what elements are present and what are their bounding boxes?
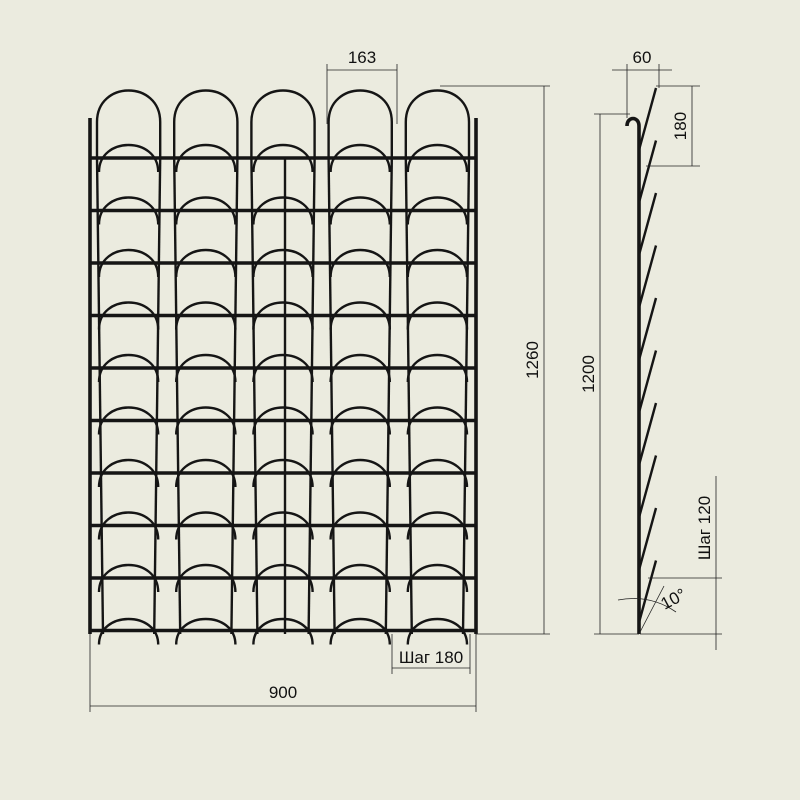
side-shelf-arm	[637, 140, 658, 203]
front-arch	[97, 617, 160, 645]
front-arch	[329, 617, 391, 645]
front-pocket-wire	[404, 157, 413, 635]
front-arch	[252, 143, 314, 173]
dim-front-pitch: Шаг 180	[391, 634, 471, 674]
front-arch	[252, 301, 314, 330]
front-pocket-wire	[153, 157, 162, 635]
front-top-arch	[250, 89, 316, 158]
front-arch	[406, 248, 469, 278]
front-pocket-wire	[250, 157, 259, 635]
dim-total-height: 1260	[440, 85, 550, 635]
front-arch	[97, 196, 160, 225]
side-shelf-arm	[637, 297, 658, 361]
dim-total-height-text: 1260	[523, 341, 542, 379]
front-arch	[175, 353, 237, 383]
dim-side-top: 180	[646, 85, 700, 167]
front-arch	[175, 617, 237, 645]
front-arch	[329, 196, 391, 225]
front-arch	[329, 248, 391, 278]
front-arch	[252, 617, 314, 645]
front-arch	[175, 143, 237, 173]
front-arch	[406, 301, 469, 330]
dim-angle: 10°	[617, 585, 689, 635]
front-arch	[406, 196, 469, 225]
dim-total-width-text: 900	[269, 683, 297, 702]
side-shelf-arm	[637, 560, 658, 623]
dim-side-top-text: 180	[671, 112, 690, 140]
front-arch	[97, 143, 160, 173]
dim-side-depth: 60	[612, 48, 672, 118]
front-pocket-wire	[327, 157, 336, 635]
front-arch	[97, 301, 160, 330]
dim-side-depth-text: 60	[633, 48, 652, 67]
dim-side-pitch: Шаг 120	[640, 476, 722, 650]
front-shelf-rails	[90, 156, 476, 633]
side-shelf-arm	[637, 350, 658, 413]
side-shelf-arm	[637, 245, 658, 308]
front-arch	[329, 353, 391, 383]
front-arch	[406, 143, 469, 173]
front-arch	[252, 196, 314, 225]
front-pocket-wire	[173, 157, 182, 635]
dim-side-pitch-text: Шаг 120	[695, 496, 714, 560]
dim-front-pitch-text: Шаг 180	[399, 648, 463, 667]
dim-side-height: 1200	[579, 113, 639, 635]
front-top-arch	[404, 89, 471, 158]
dim-side-height-text: 1200	[579, 355, 598, 393]
front-view	[88, 89, 478, 645]
front-top-arch	[327, 89, 393, 158]
side-back-post	[625, 116, 641, 634]
front-arch	[329, 143, 391, 173]
front-arch	[175, 248, 237, 278]
front-arch	[406, 617, 469, 645]
front-pocket-wire	[307, 157, 316, 635]
dim-cell-width-text: 163	[348, 48, 376, 67]
front-arch	[97, 353, 160, 383]
front-arch	[97, 248, 160, 278]
side-shelf-arm	[637, 87, 658, 151]
front-arch	[406, 353, 469, 383]
front-pocket-wire	[230, 157, 239, 635]
side-shelf-arm	[637, 192, 658, 256]
front-top-arch	[95, 89, 162, 158]
front-arch	[175, 196, 237, 225]
front-arch	[252, 353, 314, 383]
dim-total-width: 900	[89, 634, 477, 712]
front-top-arch	[173, 89, 239, 158]
side-shelf-arm	[637, 507, 658, 571]
side-shelf-arm	[637, 455, 658, 518]
front-pocket-wires	[95, 157, 471, 635]
front-arch	[252, 248, 314, 278]
front-pocket-wire	[95, 157, 105, 635]
front-arch	[329, 301, 391, 330]
side-shelf-arm	[637, 402, 658, 466]
side-view	[625, 87, 658, 634]
front-pocket-wire	[384, 157, 393, 635]
front-arch	[175, 301, 237, 330]
front-pocket-wire	[461, 157, 471, 635]
side-shelf-arms	[637, 87, 658, 623]
dim-cell-width: 163	[326, 48, 398, 124]
